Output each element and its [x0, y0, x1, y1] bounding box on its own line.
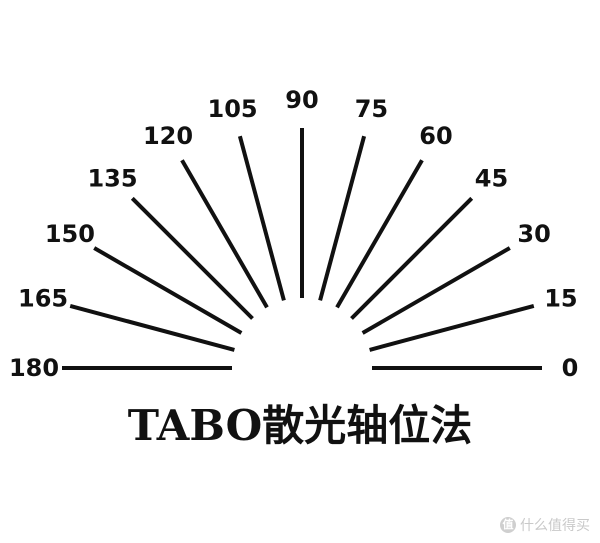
axis-label-45: 45 — [475, 165, 508, 193]
diagram-title: TABO散光轴位法 — [127, 401, 473, 450]
axis-ray-165 — [69, 303, 235, 352]
axis-ray-45 — [350, 196, 474, 320]
axis-label-15: 15 — [544, 285, 577, 313]
axis-label-75: 75 — [355, 95, 388, 123]
axis-label-105: 105 — [208, 95, 258, 123]
site-watermark: 值 什么值得买 — [500, 515, 590, 535]
axis-ray-150 — [93, 246, 243, 335]
axis-ray-30 — [361, 246, 511, 335]
watermark-text: 什么值得买 — [520, 518, 590, 534]
axis-ray-15 — [369, 303, 535, 352]
axis-ray-105 — [237, 135, 286, 301]
axis-label-60: 60 — [419, 122, 452, 150]
axis-ray-135 — [130, 196, 254, 320]
axis-label-30: 30 — [517, 220, 550, 248]
axis-label-0: 0 — [562, 354, 579, 382]
watermark-logo-icon: 值 — [500, 517, 516, 533]
axis-label-165: 165 — [18, 285, 68, 313]
axis-ray-60 — [335, 159, 424, 309]
axis-label-150: 150 — [45, 220, 95, 248]
axis-label-135: 135 — [87, 165, 137, 193]
axis-ray-75 — [318, 135, 367, 301]
axis-label-120: 120 — [143, 122, 193, 150]
axis-label-180: 180 — [9, 354, 59, 382]
axis-ray-120 — [180, 159, 269, 309]
axis-label-90: 90 — [285, 86, 318, 114]
